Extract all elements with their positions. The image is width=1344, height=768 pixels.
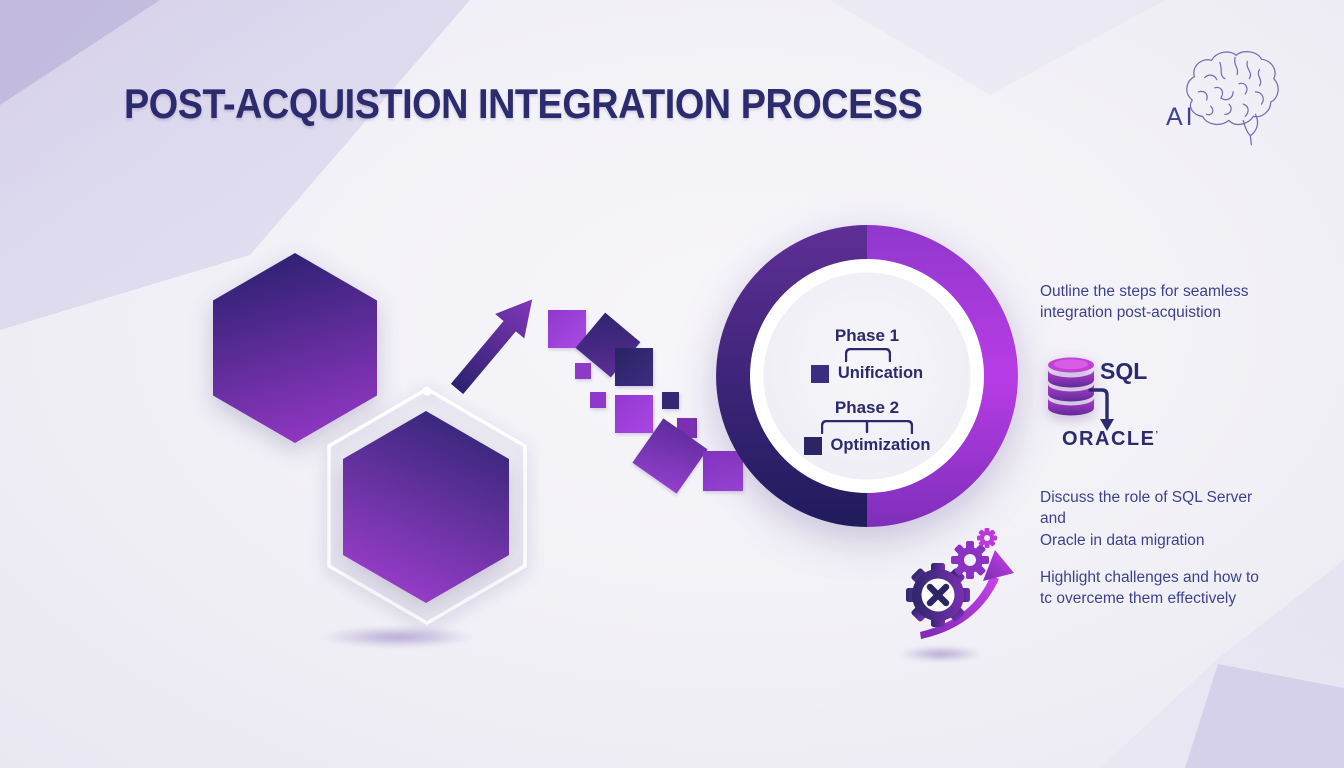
oracle-mark: ’ xyxy=(1155,429,1160,440)
phase-1-group: Phase 1 Unification xyxy=(787,326,947,383)
x-mark-icon xyxy=(926,583,950,607)
bracket-icon xyxy=(845,348,891,362)
note-discuss-role: Discuss the role of SQL Server and Oracl… xyxy=(1040,489,1253,549)
gear-small xyxy=(977,528,997,548)
bracket-icon xyxy=(821,420,913,434)
gears-growth-icon xyxy=(906,528,1014,639)
pixel-square xyxy=(703,451,743,491)
phase-2-row: Optimization xyxy=(787,436,947,455)
phase-list: Phase 1 Unification Phase 2 Optimization xyxy=(787,326,947,455)
ai-brand-logo: AI xyxy=(1160,45,1300,150)
phase-ring xyxy=(716,225,1018,527)
hexagon-shadow xyxy=(320,626,475,648)
up-right-arrow-icon xyxy=(450,299,533,395)
hexagon-shape-1 xyxy=(213,253,377,443)
sql-oracle-migration: SQL ORACLE’ xyxy=(1040,352,1210,462)
sql-label: SQL xyxy=(1100,358,1148,384)
phase-1-bullet-square xyxy=(810,364,829,383)
note-highlight-challenges: Highlight challenges and how to tc overc… xyxy=(1040,569,1259,608)
gears-shadow xyxy=(898,646,983,662)
phase-1-row: Unification xyxy=(787,364,947,383)
pixel-square xyxy=(615,348,653,386)
hexagon-shape-2 xyxy=(343,411,509,603)
phase-2-label: Phase 2 xyxy=(834,398,900,417)
database-icon xyxy=(1048,357,1094,416)
phase-1-value: Unification xyxy=(837,364,924,382)
phase-2-group: Phase 2 Optimization xyxy=(787,398,947,455)
pixel-square xyxy=(615,395,653,433)
phase-1-label: Phase 1 xyxy=(834,326,900,345)
phase-2-value: Optimization xyxy=(830,436,931,454)
oracle-label: ORACLE’ xyxy=(1062,428,1160,450)
hexagon-outline xyxy=(327,386,527,626)
pixel-square xyxy=(575,363,591,379)
pixel-square xyxy=(662,392,679,409)
gear-medium xyxy=(951,541,989,579)
brand-label: AI xyxy=(1166,103,1196,131)
brain-outline-icon xyxy=(1186,51,1279,146)
elbow-arrow-icon xyxy=(1088,388,1114,431)
page-title: POST-ACQUISTION INTEGRATION PROCESS xyxy=(124,80,923,127)
pixel-square xyxy=(590,392,606,408)
phase-2-bullet-square xyxy=(803,436,822,455)
note-outline-steps: Outline the steps for seamless integrati… xyxy=(1040,283,1249,322)
swoosh-arrow xyxy=(920,575,999,639)
